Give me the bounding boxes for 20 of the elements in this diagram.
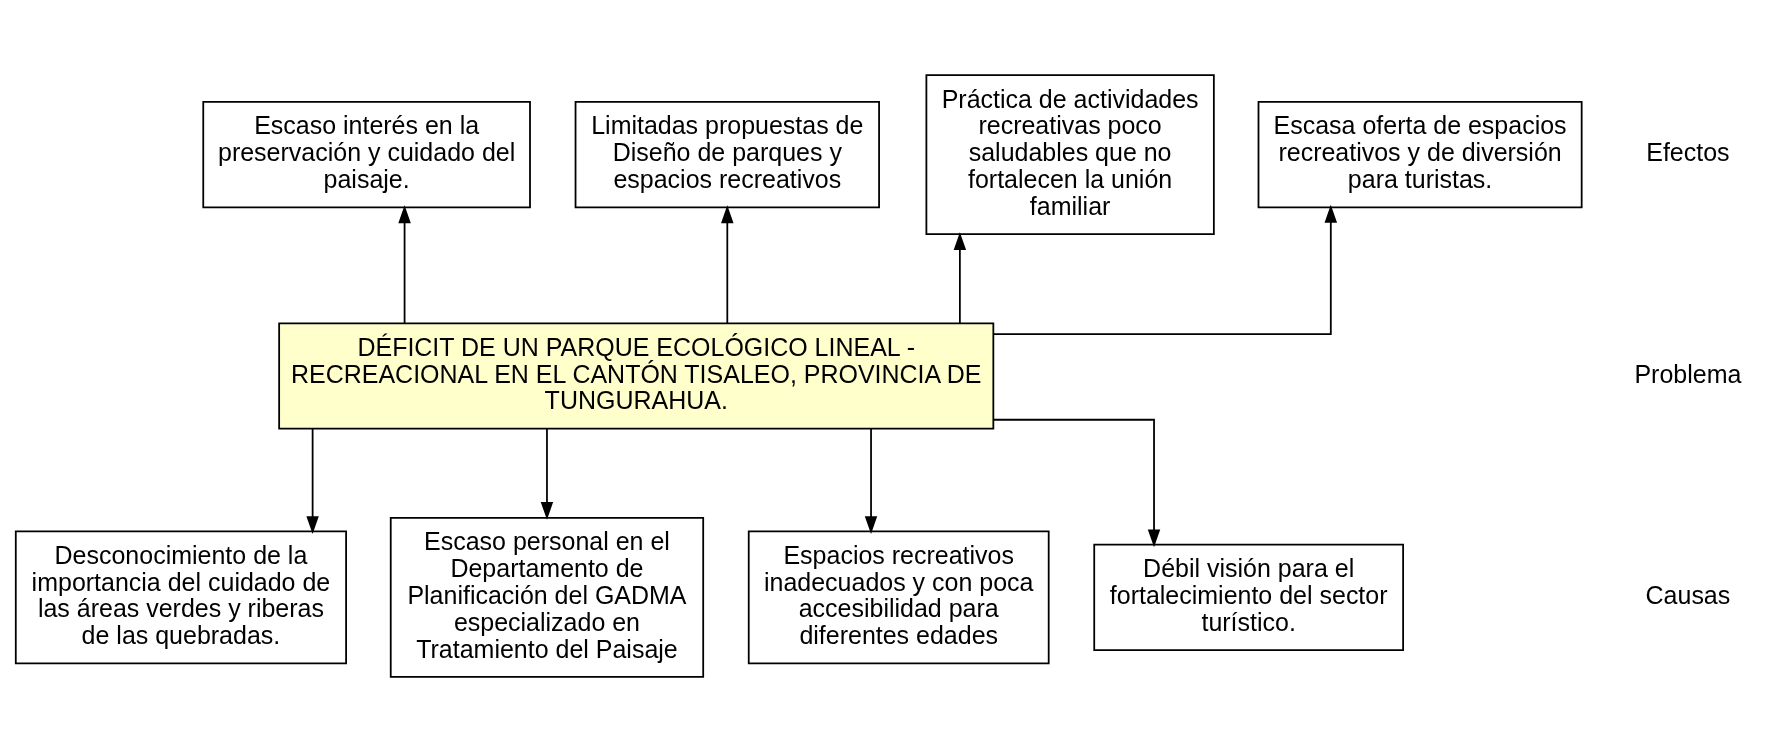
node-box: Limitadas propuestas de Diseño de parques y espacios recreativos bbox=[574, 100, 880, 208]
node-box: Escaso personal en el Departamento de Planificación del GADMA especializado en Tratamiento del Paisaje bbox=[389, 516, 705, 678]
arrow bbox=[864, 427, 878, 534]
arrow bbox=[721, 204, 734, 324]
node-box: Débil visión para el fortalecimiento del sector turístico. bbox=[1093, 543, 1404, 651]
label: Efectos bbox=[1646, 137, 1730, 166]
arrow bbox=[953, 231, 967, 324]
node-box: Escaso interés en la preservación y cuidado del paisaje. bbox=[202, 100, 531, 208]
arrow bbox=[398, 204, 411, 324]
node-box: Escasa oferta de espacios recreativos y de diversión para turistas. bbox=[1257, 100, 1583, 208]
node-box: DÉFICIT DE UN PARQUE ECOLÓGICO LINEAL - RECREACIONAL EN EL CANTÓN TISALEO, PROVINCIA DE TUNGURAHUA. bbox=[278, 321, 995, 430]
arrow bbox=[306, 427, 319, 534]
arrow bbox=[540, 427, 554, 520]
arrow bbox=[992, 204, 1338, 335]
node-box: Práctica de actividades recreativas poco saludables que no fortalecen la unión familiar bbox=[925, 73, 1215, 235]
label: Causas bbox=[1645, 580, 1731, 609]
arrow bbox=[992, 418, 1161, 547]
node-box: Espacios recreativos inadecuados y con poca accesibilidad para diferentes edades bbox=[747, 529, 1050, 664]
label: Problema bbox=[1634, 359, 1742, 388]
node-box: Desconocimiento de la importancia del cuidado de las áreas verdes y riberas de las quebradas. bbox=[14, 529, 347, 664]
